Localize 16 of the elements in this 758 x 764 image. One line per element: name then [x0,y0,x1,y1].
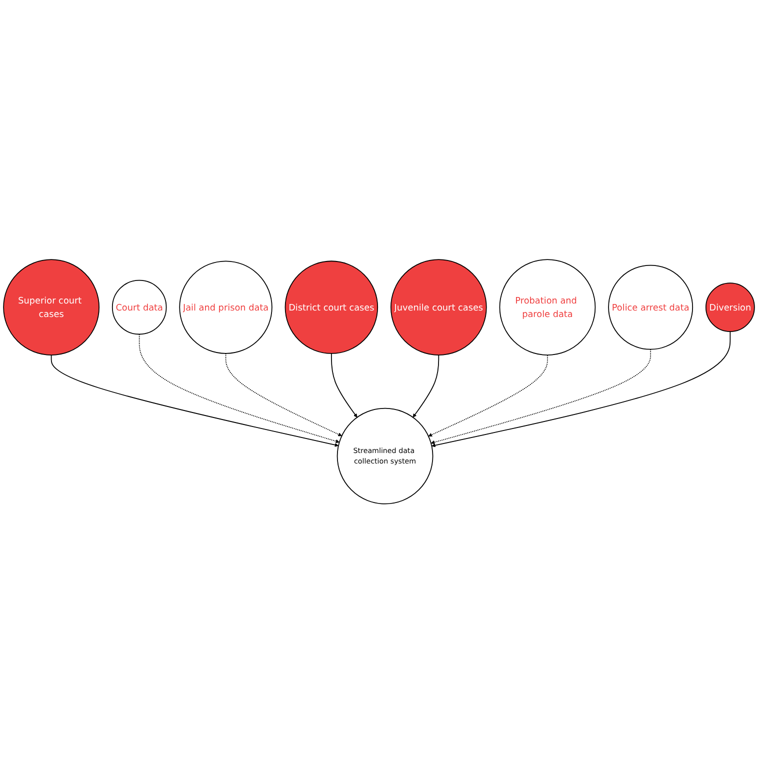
arrow [412,354,440,418]
arrow [330,353,358,418]
arrow [428,354,548,437]
arrow [50,354,339,448]
arrow [138,334,340,444]
node-circle: Juvenile court cases [390,259,487,356]
node-circle: Diversion [705,282,755,332]
node-circle: Probation and parole data [499,259,596,356]
arrow [225,353,342,436]
node-circle: Police arrest data [608,265,694,350]
node-circle: Court data [112,280,167,335]
arrow [432,331,731,448]
node-circle: District court cases [284,260,378,354]
arrow [430,349,652,444]
node-circle: Superior court cases [3,259,100,356]
node-circle: Jail and prison data [179,261,272,354]
